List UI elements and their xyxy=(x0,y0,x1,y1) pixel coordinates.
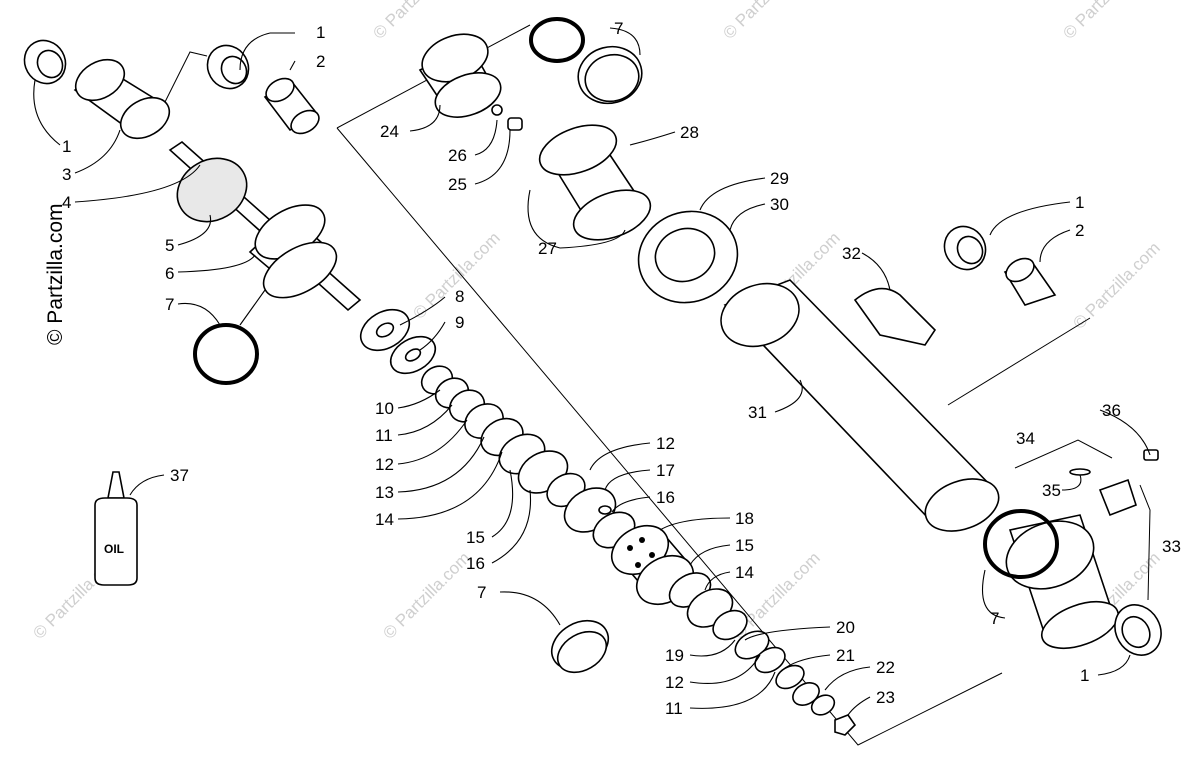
callout-18: 18 xyxy=(735,509,754,528)
watermark-vertical: © Partzilla.com xyxy=(44,203,67,345)
callout-37: 37 xyxy=(170,466,189,485)
o-ring-top xyxy=(529,17,585,63)
callout-17: 17 xyxy=(656,461,675,480)
callout-3: 3 xyxy=(62,165,71,184)
callout-29: 29 xyxy=(770,169,789,188)
valve-core xyxy=(507,117,523,131)
watermark: © Partzilla.com xyxy=(719,0,813,43)
spherical-eye xyxy=(73,58,171,140)
callout-33: 33 xyxy=(1162,537,1181,556)
callout-7: 7 xyxy=(990,609,999,628)
callout-36: 36 xyxy=(1102,401,1121,420)
bushing-right xyxy=(943,225,1057,306)
callout-7: 7 xyxy=(614,19,623,38)
small-o-ring xyxy=(491,104,503,116)
bracket-line xyxy=(159,51,208,113)
watermark: © Partzilla.com xyxy=(1059,0,1153,43)
bracket-line xyxy=(947,317,1091,406)
callout-1: 1 xyxy=(62,137,71,156)
callout-19: 19 xyxy=(665,646,684,665)
lower-washer-stack xyxy=(668,572,857,736)
valve-washer-stack xyxy=(359,308,636,549)
o-ring-right xyxy=(983,509,1059,579)
bushing-top-left xyxy=(23,39,67,85)
bracket-line xyxy=(336,127,1003,746)
callout-7: 7 xyxy=(165,295,174,314)
callout-11: 11 xyxy=(665,699,683,718)
callout-2: 2 xyxy=(1075,221,1084,240)
shock-body xyxy=(720,279,1000,532)
fitting-o-ring xyxy=(1069,468,1091,476)
watermark: © Partzilla.com xyxy=(1069,238,1163,332)
spring-seat xyxy=(538,124,652,241)
leader-lines xyxy=(33,27,1151,716)
callout-11: 11 xyxy=(375,426,393,445)
shaft-assembly xyxy=(168,140,362,312)
callout-28: 28 xyxy=(680,123,699,142)
callout-4: 4 xyxy=(62,193,71,212)
callout-30: 30 xyxy=(770,195,789,214)
callout-5: 5 xyxy=(165,236,174,255)
callout-1: 1 xyxy=(1075,193,1084,212)
valve-fitting xyxy=(1098,478,1137,517)
callout-labels: 1 2 1 3 4 5 6 7 8 9 10 11 12 13 14 15 16… xyxy=(62,19,1181,718)
callout-20: 20 xyxy=(836,618,855,637)
callout-6: 6 xyxy=(165,264,174,283)
callout-10: 10 xyxy=(375,399,394,418)
callout-12: 12 xyxy=(665,673,684,692)
callout-1: 1 xyxy=(316,23,325,42)
sleeve-spacer xyxy=(263,77,320,135)
valve-screw xyxy=(1143,449,1159,461)
boot-cover xyxy=(853,287,937,346)
callout-23: 23 xyxy=(876,688,895,707)
callout-2: 2 xyxy=(316,52,325,71)
bracket-line xyxy=(1139,484,1151,601)
callout-15: 15 xyxy=(735,536,754,555)
callout-25: 25 xyxy=(448,175,467,194)
callout-32: 32 xyxy=(842,244,861,263)
callout-24: 24 xyxy=(380,122,399,141)
hex-nut xyxy=(834,714,857,736)
adjuster-nut xyxy=(637,210,739,304)
oil-bottle-label: OIL xyxy=(104,542,124,556)
callout-14: 14 xyxy=(375,510,394,529)
o-ring-left xyxy=(193,323,259,385)
reservoir-cap xyxy=(418,33,502,118)
callout-26: 26 xyxy=(448,146,467,165)
callout-31: 31 xyxy=(748,403,767,422)
callout-21: 21 xyxy=(836,646,855,665)
oil-bottle: OIL xyxy=(94,471,138,586)
callout-27: 27 xyxy=(538,239,557,258)
lower-eyelet-housing xyxy=(1005,514,1120,650)
watermark: © Partzilla.com xyxy=(379,548,473,642)
callout-9: 9 xyxy=(455,313,464,332)
bumper-foam xyxy=(176,157,248,223)
callout-14: 14 xyxy=(735,563,754,582)
callout-16: 16 xyxy=(656,488,675,507)
callout-35: 35 xyxy=(1042,481,1061,500)
callout-7: 7 xyxy=(477,583,486,602)
callout-1: 1 xyxy=(1080,666,1089,685)
bracket-line xyxy=(1014,439,1113,469)
callout-8: 8 xyxy=(455,287,464,306)
callout-22: 22 xyxy=(876,658,895,677)
bushing-top-middle xyxy=(206,44,250,90)
callout-12: 12 xyxy=(375,455,394,474)
callout-34: 34 xyxy=(1016,429,1035,448)
callout-13: 13 xyxy=(375,483,394,502)
callout-16: 16 xyxy=(466,554,485,573)
callout-12: 12 xyxy=(656,434,675,453)
callout-15: 15 xyxy=(466,528,485,547)
